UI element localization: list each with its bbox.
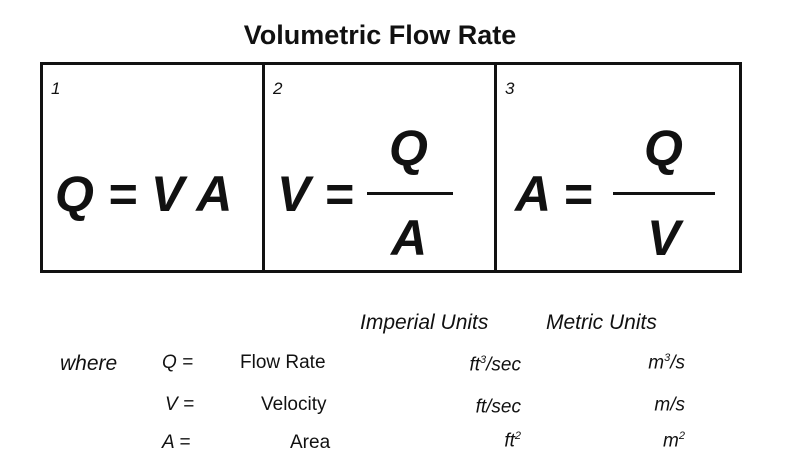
where-label: where: [60, 352, 118, 375]
formula-denominator: V: [647, 210, 681, 266]
formula-lhs: V =: [277, 166, 354, 222]
quantity-name: Flow Rate: [240, 352, 326, 373]
fraction-bar: [367, 192, 453, 195]
imperial-unit: ft/sec: [475, 396, 521, 418]
formula-box-1: 1 Q = V A: [40, 62, 265, 273]
quantity-name: Area: [290, 432, 331, 453]
formula-number: 3: [505, 79, 515, 98]
formula-number: 2: [273, 79, 283, 98]
formula-number: 1: [51, 79, 61, 98]
formula-box-3: 3 A = Q V: [494, 62, 742, 273]
formula-lhs: A =: [515, 166, 593, 222]
fraction-bar: [613, 192, 715, 195]
metric-unit: m3/s: [648, 352, 685, 374]
imperial-unit: ft3/sec: [469, 354, 521, 376]
metric-unit: m2: [663, 430, 685, 452]
metric-unit: m/s: [654, 394, 685, 416]
formula-denominator: A: [391, 210, 428, 266]
formula-box-2: 2 V = Q A: [262, 62, 497, 273]
metric-units-header: Metric Units: [546, 311, 657, 334]
page-title: Volumetric Flow Rate: [243, 20, 517, 50]
symbol: A =: [162, 432, 191, 453]
symbol: V =: [165, 394, 195, 415]
imperial-units-header: Imperial Units: [360, 311, 489, 334]
formula-numerator: Q: [644, 120, 683, 176]
imperial-unit: ft2: [504, 430, 521, 452]
symbol: Q =: [162, 352, 194, 373]
formula-numerator: Q: [389, 120, 428, 176]
quantity-name: Velocity: [261, 394, 327, 415]
formula-expression: Q = V A: [55, 166, 233, 222]
